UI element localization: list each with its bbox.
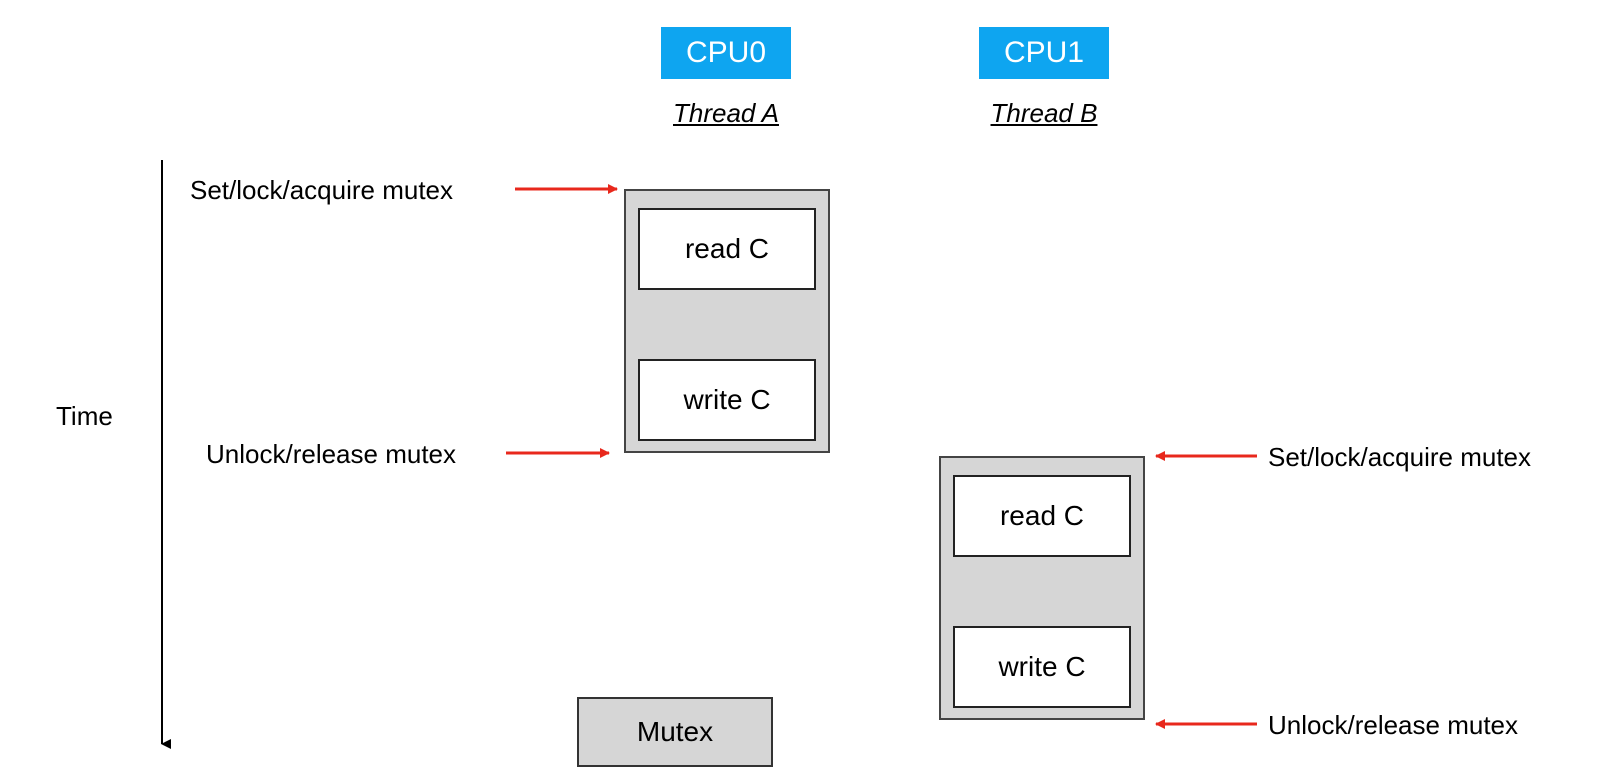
time-axis-label: Time <box>56 401 113 431</box>
thread-b-label: Thread B <box>990 98 1098 128</box>
cpu1-badge: CPU1 <box>979 27 1109 79</box>
thread-a-acquire-label: Set/lock/acquire mutex <box>190 175 454 205</box>
thread-b-release-label: Unlock/release mutex <box>1268 710 1518 740</box>
mutex-box: Mutex <box>577 697 773 767</box>
thread-a-label: Thread A <box>673 98 779 128</box>
thread-b-write-c: write C <box>953 626 1131 708</box>
thread-a-write-c: write C <box>638 359 816 441</box>
thread-b-acquire-label: Set/lock/acquire mutex <box>1268 442 1532 472</box>
thread-b-read-c: read C <box>953 475 1131 557</box>
thread-b-critical-section: read C write C <box>939 456 1145 720</box>
thread-a-release-label: Unlock/release mutex <box>206 439 456 469</box>
thread-a-critical-section: read C write C <box>624 189 830 453</box>
cpu0-badge: CPU0 <box>661 27 791 79</box>
thread-a-read-c: read C <box>638 208 816 290</box>
